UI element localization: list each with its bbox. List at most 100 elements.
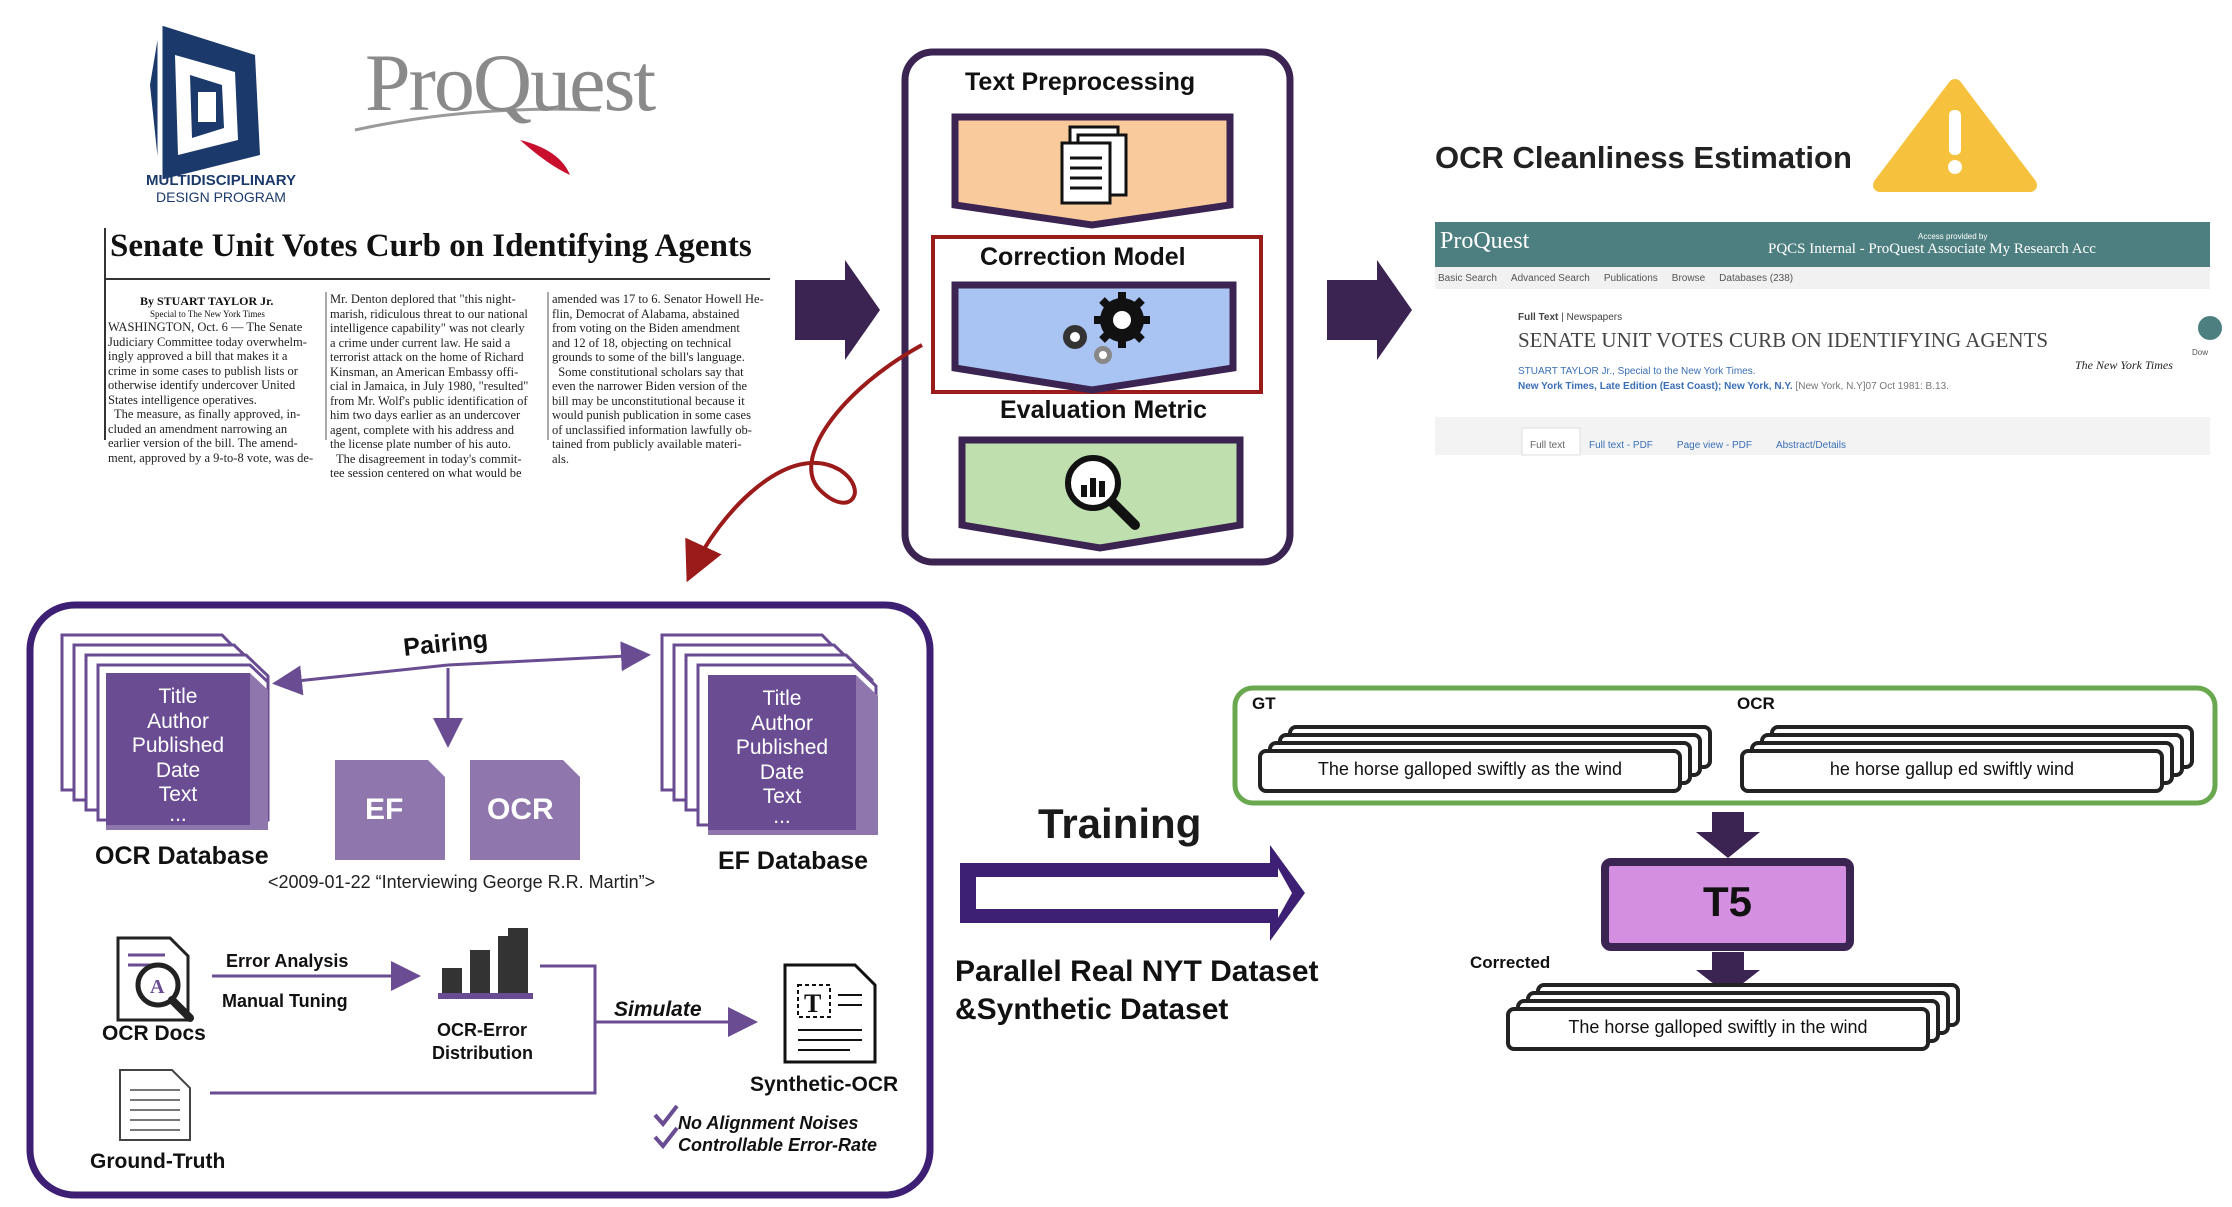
ef-db-field-more: ...: [773, 804, 791, 828]
newspaper-column-2: Mr. Denton deplored that "this night- ma…: [330, 292, 529, 480]
pq-tab-fulltext-pdf[interactable]: Full text - PDF: [1589, 440, 1653, 451]
pq-article-date: [New York, N.Y]07 Oct 1981: B.13.: [1795, 381, 1949, 392]
warning-icon: [1873, 79, 2037, 192]
ocr-docs-icon: A: [116, 936, 194, 1022]
manual-tuning-label: Manual Tuning: [222, 991, 348, 1011]
ef-db-fields: Title Author Published Date Text ...: [708, 687, 856, 828]
ef-database-stack: [660, 633, 878, 835]
ocr-label: OCR: [1737, 694, 1775, 713]
pq-tabs: Full text Full text - PDF Page view - PD…: [1530, 440, 1846, 451]
newspaper-byline: By STUART TAYLOR Jr.: [140, 294, 274, 308]
ocr-db-fields: Title Author Published Date Text ...: [106, 685, 250, 825]
arrow-to-cleanliness-icon: [1327, 260, 1412, 360]
pq-crumb-fulltext: Full Text: [1518, 312, 1559, 323]
check-icon-2: [653, 1126, 679, 1150]
pairing-arrow-right: [447, 641, 651, 672]
pq-access-label: Access provided by: [1918, 232, 1988, 241]
pq-nyt-masthead: The New York Times: [2075, 358, 2173, 372]
t5-label: T5: [1702, 878, 1752, 925]
corrected-label: Corrected: [1470, 953, 1551, 972]
svg-text:A: A: [150, 976, 165, 998]
ocr-db-field-published: Published: [131, 734, 225, 757]
cleanliness-title: OCR Cleanliness Estimation: [1435, 140, 1852, 175]
pq-article-source-line: New York Times, Late Edition (East Coast…: [1518, 381, 1949, 392]
distribution-label-2: Distribution: [432, 1043, 533, 1063]
mdp-logo-line1: MULTIDISCIPLINARY: [146, 172, 296, 189]
corrected-sentence: The horse galloped swiftly in the wind: [1568, 1017, 1868, 1037]
ef-database-label: EF Database: [718, 847, 869, 875]
distribution-chart-icon: [438, 928, 533, 999]
gt-label: GT: [1252, 694, 1276, 713]
arrow-out-of-t5-icon: [1696, 952, 1760, 995]
check-label-2: Controllable Error-Rate: [678, 1135, 878, 1155]
newspaper-byline-sub: Special to The New York Times: [150, 309, 265, 319]
pairing-arrow-left: [272, 663, 449, 696]
ef-db-field-author: Author: [751, 711, 813, 735]
proquest-logo-icon: [354, 107, 601, 175]
pq-article-headline: SENATE UNIT VOTES CURB ON IDENTIFYING AG…: [1518, 328, 2049, 352]
pq-nav-advanced-search[interactable]: Advanced Search: [1510, 273, 1590, 284]
pq-nav-publications[interactable]: Publications: [1603, 273, 1658, 284]
ef-doc-label: EF: [365, 793, 404, 826]
synthetic-ocr-icon: T: [783, 963, 877, 1064]
pq-account-name: PQCS Internal - ProQuest Associate My Re…: [1768, 241, 2096, 257]
gt-stack: [1258, 725, 1712, 793]
svg-text:T: T: [804, 989, 821, 1018]
ocr-doc-label: OCR: [487, 793, 554, 826]
gt-connector-line: [210, 964, 597, 1095]
check-label-1: No Alignment Noises: [678, 1113, 859, 1133]
correction-box: [951, 281, 1237, 394]
check-icon-1: [653, 1104, 679, 1128]
example-record: <2009-01-22 “Interviewing George R.R. Ma…: [268, 872, 656, 892]
correction-label: Correction Model: [980, 243, 1186, 271]
ef-db-field-title: Title: [762, 687, 802, 710]
ocr-doc-icon: [470, 760, 580, 860]
ocr-db-field-title: Title: [158, 685, 198, 708]
error-analysis-label: Error Analysis: [226, 951, 349, 971]
pq-article-author[interactable]: STUART TAYLOR Jr., Special to the New Yo…: [1518, 366, 1756, 377]
training-label: Training: [1038, 800, 1202, 847]
preprocess-label: Text Preprocessing: [965, 68, 1196, 96]
simulate-label: Simulate: [614, 998, 702, 1021]
ocr-db-field-text: Text: [158, 783, 198, 806]
evaluation-label: Evaluation Metric: [1000, 396, 1207, 424]
pq-nav-basic-search[interactable]: Basic Search: [1438, 273, 1497, 284]
pq-tab-abstract[interactable]: Abstract/Details: [1775, 440, 1846, 451]
magnifier-chart-icon: [1065, 455, 1140, 530]
mdp-logo-line2: DESIGN PROGRAM: [156, 189, 286, 205]
t5-model-box: [1601, 858, 1854, 951]
pq-article-source[interactable]: New York Times, Late Edition (East Coast…: [1518, 381, 1793, 392]
ground-truth-label: Ground-Truth: [90, 1150, 226, 1173]
proquest-page-screenshot: [1435, 222, 2222, 456]
pq-tab-fulltext[interactable]: Full text: [1530, 440, 1566, 451]
arrow-into-t5-icon: [1696, 812, 1760, 858]
pq-breadcrumb: Full Text | Newspapers: [1518, 312, 1623, 323]
distribution-label-1: OCR-Error: [437, 1020, 528, 1040]
ocr-db-field-date: Date: [155, 758, 201, 782]
synthetic-ocr-label: Synthetic-OCR: [750, 1073, 899, 1096]
ef-doc-icon: [335, 760, 445, 860]
newspaper-headline: Senate Unit Votes Curb on Identifying Ag…: [110, 228, 752, 264]
curvy-red-arrow: [685, 343, 923, 583]
ocr-stack: [1740, 725, 2194, 793]
pq-nav-browse[interactable]: Browse: [1671, 273, 1706, 284]
pq-nav-bar: Basic Search Advanced Search Publication…: [1438, 273, 1793, 284]
corrected-stack: [1506, 983, 1960, 1051]
ocr-docs-label: OCR Docs: [102, 1022, 206, 1045]
ocr-sentence: he horse gallup ed swiftly wind: [1829, 759, 2075, 779]
newspaper-column-1: WASHINGTON, Oct. 6 — The Senate Judiciar…: [108, 320, 314, 465]
ground-truth-icon: [119, 1069, 191, 1141]
ef-db-field-text: Text: [762, 785, 802, 808]
pq-tab-pageview-pdf[interactable]: Page view - PDF: [1676, 440, 1752, 451]
pq-side-label: Dow: [2192, 348, 2209, 357]
training-dataset-line1: Parallel Real NYT Dataset: [955, 955, 1319, 988]
mdp-logo-icon: [150, 25, 260, 180]
pq-crumb-newspapers: Newspapers: [1566, 312, 1623, 323]
newspaper-column-3: amended was 17 to 6. Senator Howell He- …: [552, 292, 764, 466]
arrow-to-pipeline-icon: [795, 260, 880, 360]
ef-db-field-published: Published: [735, 736, 829, 759]
proquest-logo: ProQuest: [365, 37, 656, 128]
pq-nav-databases[interactable]: Databases (238): [1719, 273, 1794, 284]
gears-icon: [1063, 292, 1150, 364]
ocr-database-label: OCR Database: [95, 842, 269, 870]
